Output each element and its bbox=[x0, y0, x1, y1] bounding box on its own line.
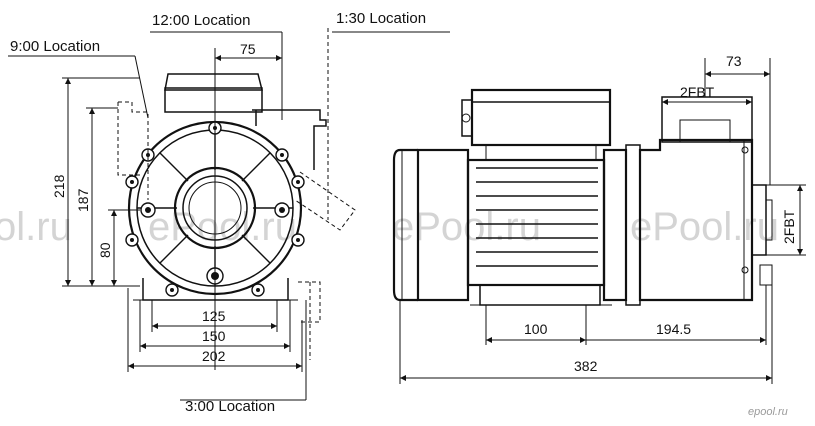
label-3-00-location: 3:00 Location bbox=[185, 398, 275, 415]
dim-2fbt-right: 2FBT bbox=[781, 209, 797, 244]
dim-218: 218 bbox=[51, 174, 67, 198]
side-view-pump bbox=[392, 88, 773, 306]
label-9-00-location: 9:00 Location bbox=[10, 38, 100, 55]
label-12-00-location: 12:00 Location bbox=[152, 12, 250, 29]
dim-2fbt-top: 2FBT bbox=[680, 84, 715, 100]
dim-75: 75 bbox=[240, 41, 256, 57]
dim-202: 202 bbox=[202, 348, 226, 364]
label-1-30-location: 1:30 Location bbox=[336, 10, 426, 27]
dim-150: 150 bbox=[202, 328, 226, 344]
dim-187: 187 bbox=[75, 188, 91, 212]
epool-logo: epool.ru bbox=[748, 406, 788, 418]
watermark-4: ePool.ru bbox=[630, 205, 779, 249]
front-view-pump bbox=[117, 28, 356, 360]
dim-80: 80 bbox=[97, 242, 113, 258]
dim-100: 100 bbox=[524, 321, 548, 337]
dim-73: 73 bbox=[726, 53, 742, 69]
watermark-3: ePool.ru bbox=[392, 205, 541, 249]
dim-382: 382 bbox=[574, 358, 598, 374]
front-view-leaders bbox=[8, 31, 450, 401]
dim-125: 125 bbox=[202, 308, 226, 324]
side-view-dimensions bbox=[399, 58, 806, 384]
watermark-1: ol.ru bbox=[0, 205, 72, 249]
watermark-2: ePool.ru bbox=[148, 205, 297, 249]
dim-194-5: 194.5 bbox=[656, 321, 691, 337]
front-view-dimensions bbox=[62, 55, 303, 372]
